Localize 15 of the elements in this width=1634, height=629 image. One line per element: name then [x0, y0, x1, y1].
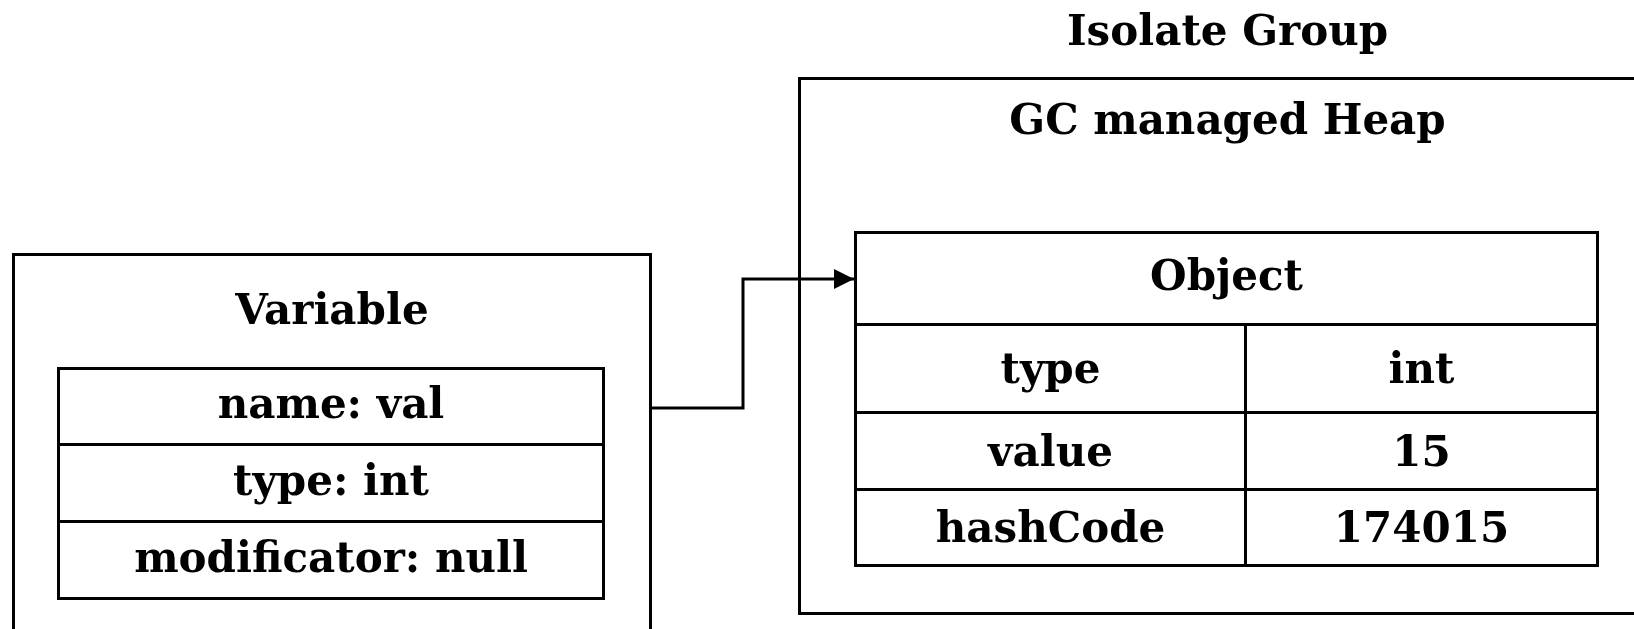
- table-cell: 174015: [1244, 488, 1599, 567]
- box-label: modificator: null: [133, 535, 529, 581]
- field-row: [57, 443, 605, 523]
- field-row: [57, 367, 605, 446]
- variable-box: [12, 253, 652, 629]
- arrow: [652, 269, 854, 410]
- box-label: Object: [1149, 253, 1304, 299]
- field-row: [57, 520, 605, 600]
- box-label: Variable: [234, 287, 430, 333]
- box-label: type: int: [232, 458, 430, 504]
- heap-title: GC managed Heap: [1008, 97, 1447, 143]
- box-label: name: val: [216, 381, 446, 427]
- group-title: Isolate Group: [1065, 8, 1390, 54]
- table-cell: hashCode: [854, 488, 1247, 567]
- object-header: [854, 231, 1599, 326]
